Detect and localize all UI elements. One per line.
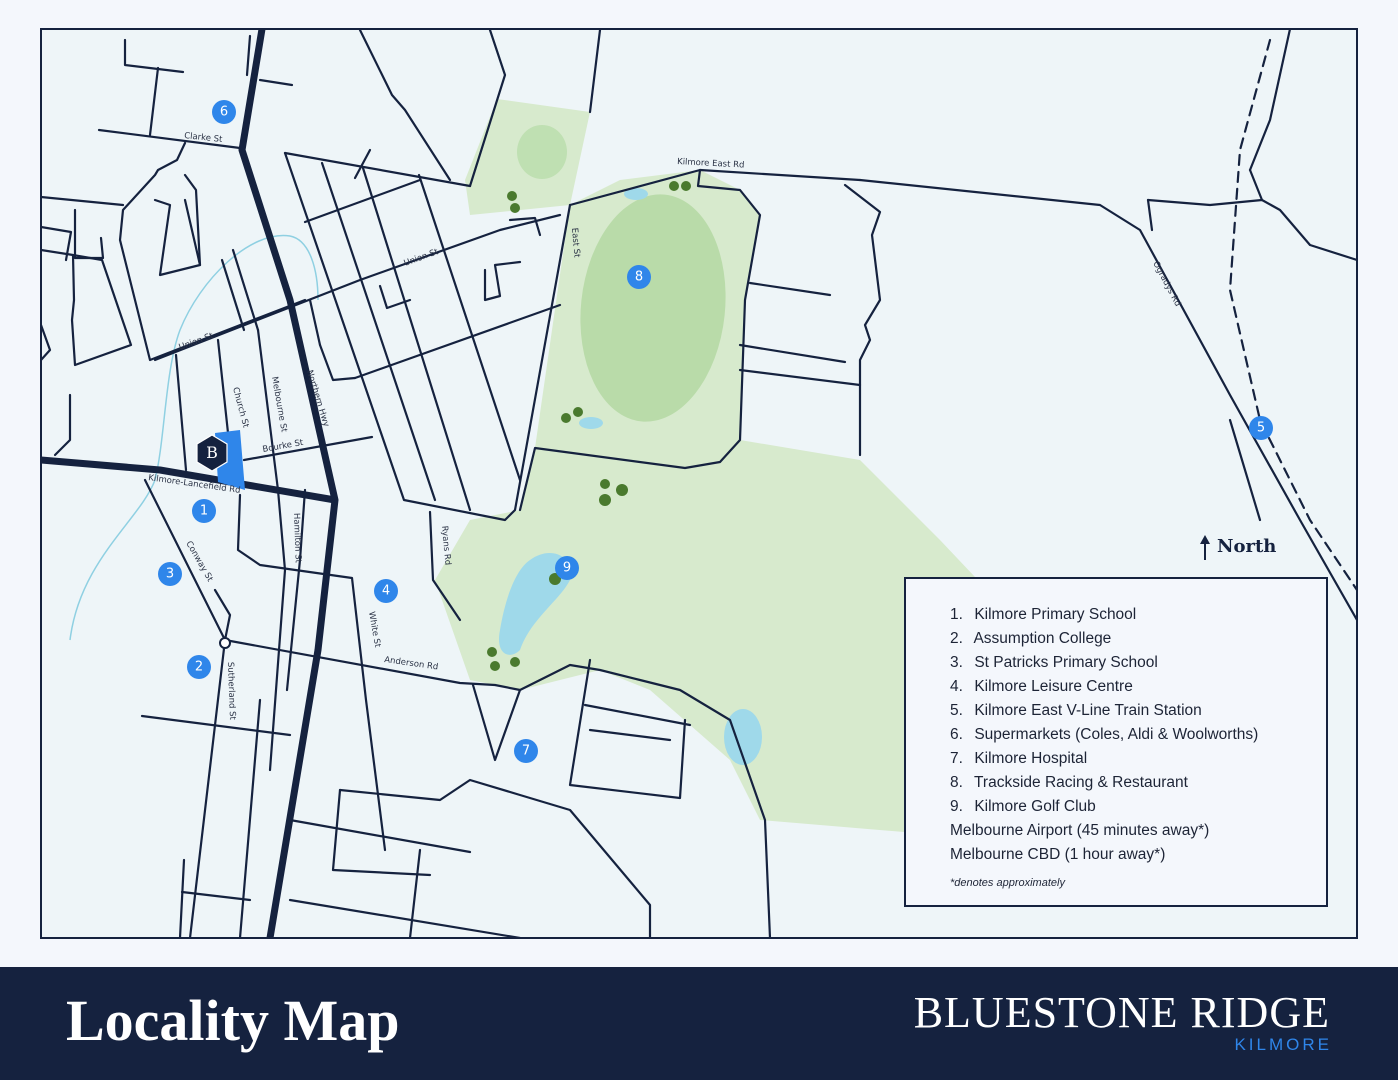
legend-extra: Melbourne Airport (45 minutes away*): [950, 822, 1210, 839]
creek: [69, 234, 319, 641]
street-label: Sutherland St: [225, 662, 237, 721]
kilmore-lancefield-road: [41, 456, 336, 504]
street-label: Ryans Rd: [439, 525, 452, 565]
marker-8[interactable]: 8: [627, 265, 651, 289]
golf-course: [435, 440, 975, 832]
legend-note: *denotes approximately: [950, 877, 1065, 889]
bluestone-ridge-logo: B: [196, 434, 228, 472]
pond: [579, 417, 603, 429]
locality-map: B Clarke St Union St Union St Church St …: [40, 28, 1358, 939]
trees: [487, 181, 691, 671]
svg-text:8: 8: [635, 270, 643, 285]
street-label: Hamilton St: [291, 513, 303, 564]
brand-name: BLUESTONE RIDGE: [913, 988, 1330, 1037]
pond: [624, 188, 648, 200]
svg-text:4: 4: [382, 584, 390, 599]
legend-item: 7. Kilmore Hospital: [950, 750, 1088, 767]
street-label: Clarke St: [184, 131, 224, 145]
map-legend: 1. Kilmore Primary School 2. Assumption …: [904, 577, 1328, 907]
marker-3[interactable]: 3: [158, 562, 182, 586]
svg-text:2: 2: [195, 660, 203, 675]
marker-7[interactable]: 7: [514, 739, 538, 763]
legend-item: 8. Trackside Racing & Restaurant: [950, 774, 1188, 791]
legend-item: 5. Kilmore East V-Line Train Station: [950, 702, 1202, 719]
north-arrow-icon: [1200, 535, 1210, 560]
legend-item: 2. Assumption College: [950, 630, 1112, 647]
legend-item: 1. Kilmore Primary School: [950, 606, 1137, 623]
marker-9[interactable]: 9: [555, 556, 579, 580]
legend-item: 4. Kilmore Leisure Centre: [950, 678, 1133, 695]
north-label: North: [1217, 536, 1277, 557]
legend-item: 6. Supermarkets (Coles, Aldi & Woolworth…: [950, 726, 1259, 743]
svg-text:9: 9: [563, 561, 571, 576]
marker-4[interactable]: 4: [374, 579, 398, 603]
svg-text:7: 7: [522, 744, 530, 759]
svg-text:1: 1: [200, 504, 208, 519]
svg-text:5: 5: [1257, 421, 1265, 436]
marker-2[interactable]: 2: [187, 655, 211, 679]
page-title: Locality Map: [66, 988, 400, 1053]
racecourse-oval: [580, 194, 726, 422]
svg-text:6: 6: [220, 105, 228, 120]
legend-extra: Melbourne CBD (1 hour away*): [950, 846, 1166, 863]
street-label: East St: [569, 227, 582, 258]
road-network: [41, 29, 1357, 938]
map-border: [40, 28, 1358, 939]
marker-5[interactable]: 5: [1249, 416, 1273, 440]
roundabout: [219, 637, 231, 649]
pond: [724, 709, 762, 765]
park-pond: [517, 125, 567, 179]
northern-highway: [238, 29, 339, 938]
svg-text:B: B: [206, 443, 218, 462]
svg-text:3: 3: [166, 567, 174, 582]
brand-subtitle: KILMORE: [1234, 1035, 1332, 1054]
marker-1[interactable]: 1: [192, 499, 216, 523]
street-label: Kilmore East Rd: [677, 157, 745, 171]
legend-item: 3. St Patricks Primary School: [950, 654, 1158, 671]
marker-6[interactable]: 6: [212, 100, 236, 124]
footer-bar: Locality Map BLUESTONE RIDGE KILMORE: [0, 967, 1398, 1080]
legend-item: 9. Kilmore Golf Club: [950, 798, 1096, 815]
